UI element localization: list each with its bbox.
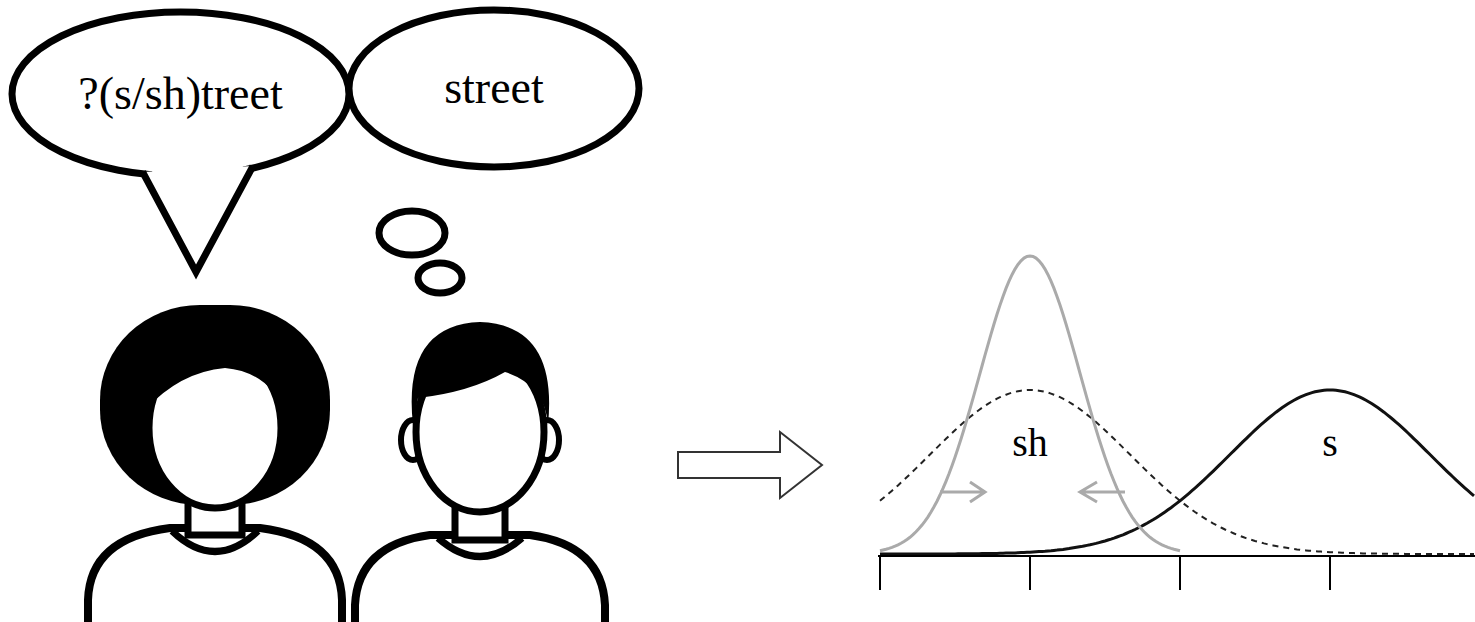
phoneme-label: s — [1318, 421, 1342, 465]
man-collar — [438, 538, 522, 557]
man-figure — [355, 322, 605, 622]
woman-fringe — [145, 340, 286, 415]
shift-arrow — [1080, 482, 1125, 502]
thought-bubble: street — [345, 6, 643, 171]
axis-tick — [1029, 556, 1031, 590]
sh-curve — [880, 256, 1180, 551]
woman-body — [88, 528, 342, 622]
man-body — [355, 535, 605, 622]
bubble-text: ?(s/sh)treet — [78, 69, 282, 120]
speech-tail-fill — [149, 158, 247, 262]
axis-tick — [1329, 556, 1331, 590]
phoneme-label: sh — [1008, 421, 1052, 465]
axis-tick — [1179, 556, 1181, 590]
x-axis — [878, 555, 1475, 557]
man-hair — [412, 322, 549, 425]
axis-tick — [879, 556, 881, 590]
woman-figure — [88, 305, 342, 622]
shift-arrow — [940, 482, 985, 502]
thought-dot — [418, 263, 462, 293]
thought-dot — [379, 211, 445, 255]
thought-bubble-ellipse — [349, 10, 639, 167]
hollow-arrow — [678, 432, 822, 498]
distribution-chart — [878, 256, 1475, 590]
bubble-text: street — [444, 63, 544, 114]
woman-collar — [172, 531, 258, 552]
speech-bubble: ?(s/sh)treet — [8, 8, 353, 180]
speech-bubble-ellipse — [12, 12, 349, 176]
